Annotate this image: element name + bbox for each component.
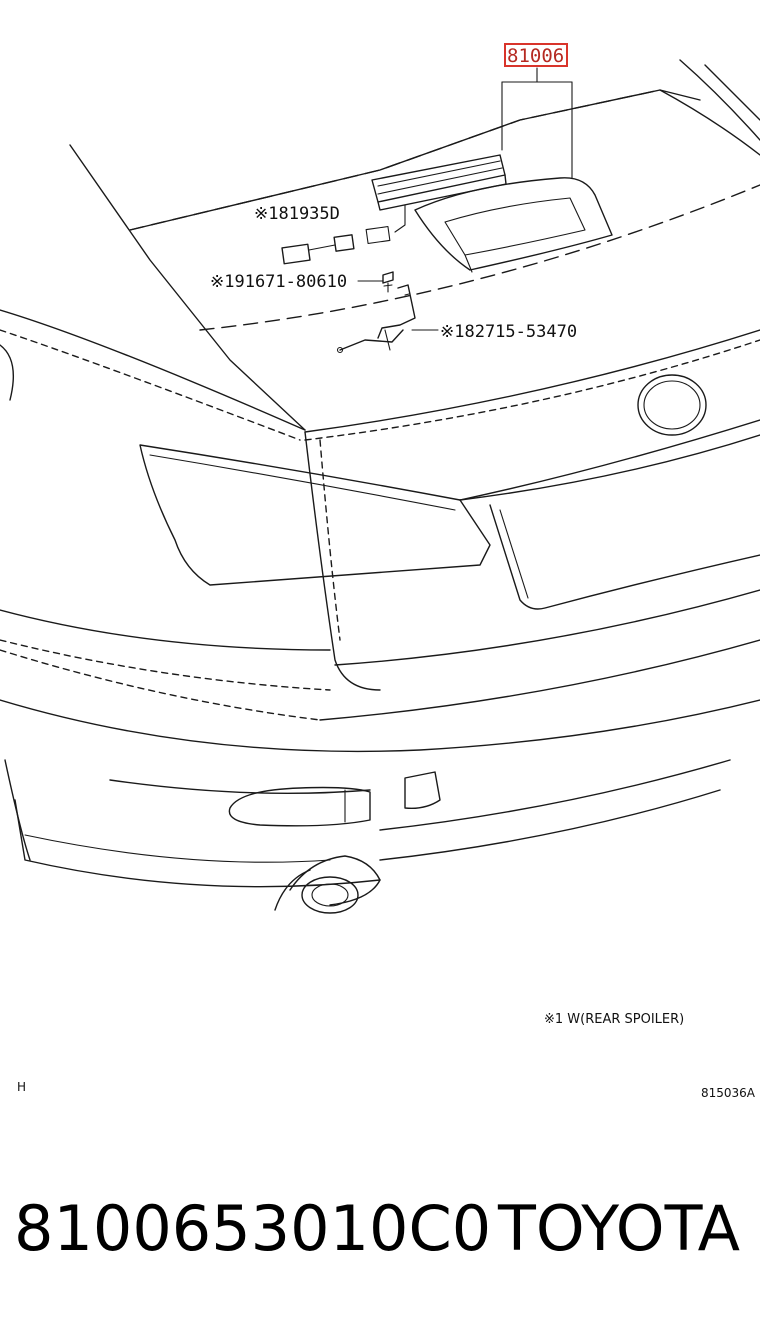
- bracket-part: [336, 284, 416, 354]
- connector-part: [281, 234, 355, 265]
- applicability-note: ※1 W(REAR SPOILER): [544, 1012, 684, 1027]
- connector-part-label[interactable]: ※181935D: [254, 204, 340, 224]
- bracket-part-label[interactable]: ※182715-53470: [440, 322, 577, 342]
- illustration-code: 815036A: [701, 1086, 756, 1100]
- leader-lines: [357, 67, 573, 331]
- section-letter: H: [17, 1080, 26, 1094]
- footer-part-number: 8100653010C0: [14, 1192, 492, 1265]
- highlighted-part-box: [504, 43, 568, 67]
- bolt-part-label[interactable]: ※191671-80610: [210, 272, 347, 292]
- footer: 8100653010C0 TOYOTA: [0, 1188, 760, 1288]
- car-body-outline: [0, 59, 760, 914]
- bolt-part: [382, 271, 394, 293]
- highlighted-part-label[interactable]: 81006: [507, 45, 564, 67]
- stop-lamp-assembly: [365, 154, 613, 273]
- footer-brand: TOYOTA: [498, 1192, 741, 1265]
